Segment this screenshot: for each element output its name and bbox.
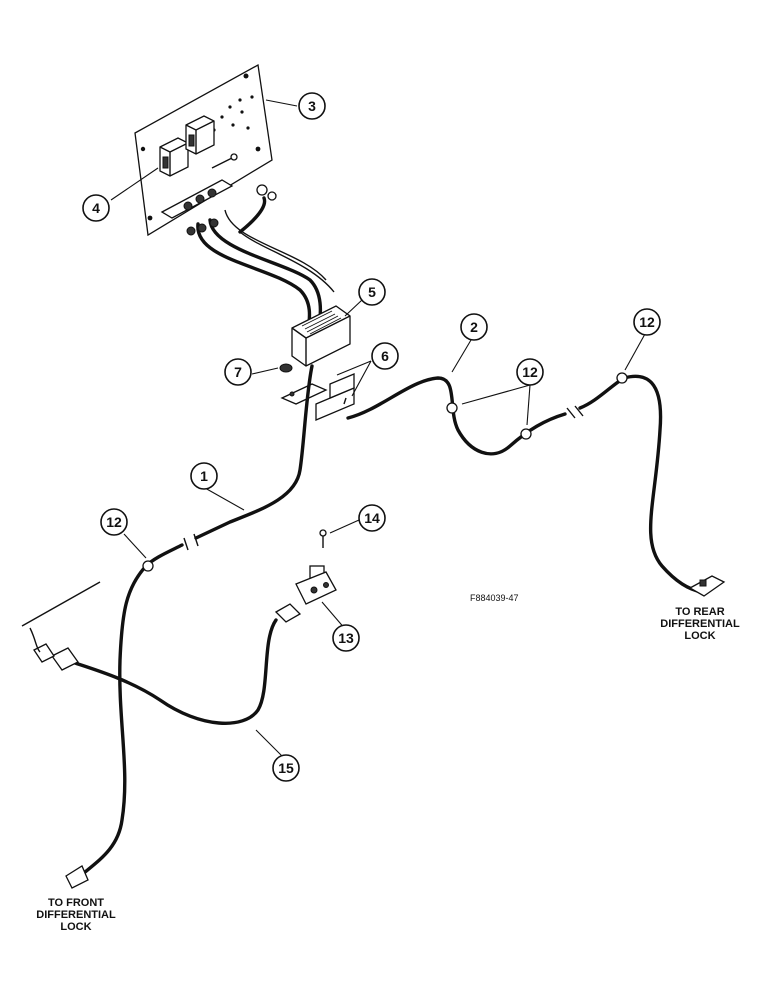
figure-id: F884039-47 — [470, 593, 519, 603]
screw — [319, 529, 327, 548]
svg-text:15: 15 — [278, 760, 294, 776]
control-module — [291, 305, 351, 367]
callout-6: 6 — [371, 342, 399, 370]
svg-text:1: 1 — [200, 468, 208, 484]
harness-2 — [183, 374, 704, 594]
callout-13: 13 — [332, 624, 360, 652]
harness-upper — [186, 209, 335, 332]
to-rear-label: TO REAR DIFFERENTIAL LOCK — [660, 606, 740, 642]
harness-1 — [76, 364, 314, 880]
svg-text:2: 2 — [470, 319, 478, 335]
svg-text:4: 4 — [92, 200, 100, 216]
callout-14: 14 — [358, 504, 386, 532]
harness-15 — [21, 581, 302, 725]
to-front-label: TO FRONT DIFFERENTIAL LOCK — [36, 897, 116, 933]
svg-text:12: 12 — [106, 514, 122, 530]
front-connector — [65, 865, 89, 889]
harness-clip — [142, 372, 628, 572]
callout-15: 15 — [272, 754, 300, 782]
callout-12: 12 — [633, 308, 661, 336]
pressure-switch — [295, 565, 337, 605]
callout-1: 1 — [190, 462, 218, 490]
svg-text:5: 5 — [368, 284, 376, 300]
terminal-block — [160, 153, 277, 234]
svg-text:12: 12 — [639, 314, 655, 330]
callout-12: 12 — [516, 358, 544, 386]
svg-text:13: 13 — [338, 630, 354, 646]
svg-text:6: 6 — [381, 348, 389, 364]
callout-12: 12 — [100, 508, 128, 536]
relay — [159, 115, 215, 177]
callout-7: 7 — [224, 358, 252, 386]
svg-text:7: 7 — [234, 364, 242, 380]
callout-3: 3 — [298, 92, 326, 120]
callout-4: 4 — [82, 194, 110, 222]
rear-connector — [688, 575, 726, 597]
svg-text:3: 3 — [308, 98, 316, 114]
nut — [279, 363, 293, 373]
callout-5: 5 — [358, 278, 386, 306]
svg-text:12: 12 — [522, 364, 538, 380]
callout-2: 2 — [460, 313, 488, 341]
mounting-bracket — [280, 373, 355, 421]
svg-text:14: 14 — [364, 510, 380, 526]
